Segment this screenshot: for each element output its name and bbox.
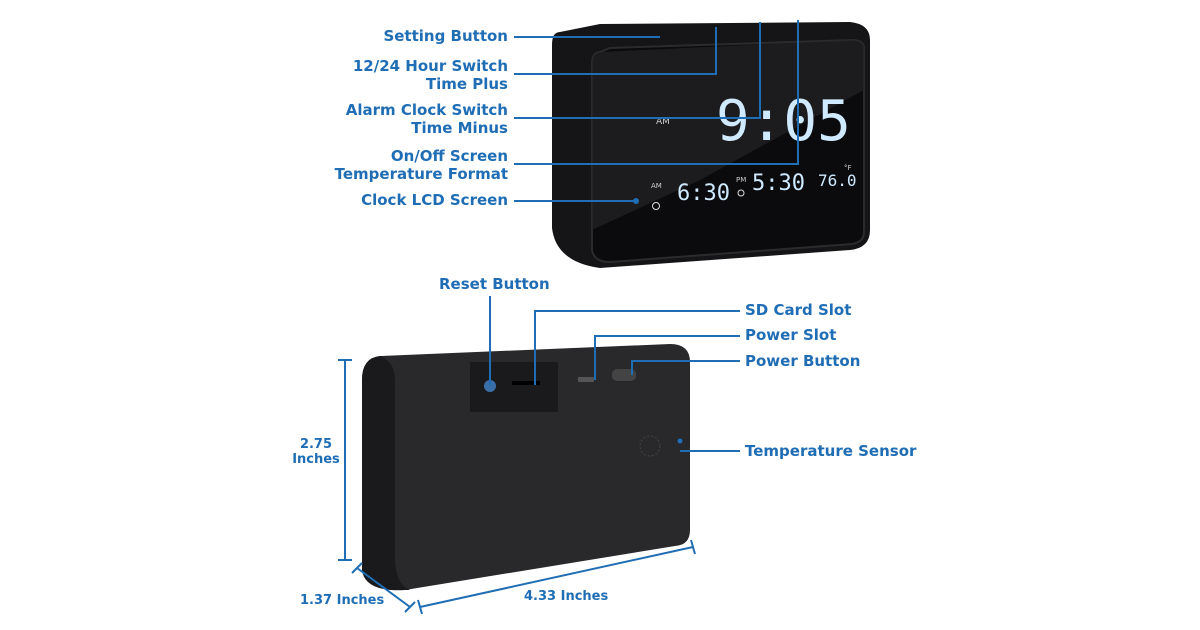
lcd-pointer-dot <box>633 198 639 204</box>
front-leader-lines <box>514 20 799 202</box>
alarm-icon <box>737 189 745 197</box>
temperature: 76.0 <box>818 171 857 190</box>
height-value: 2.75 <box>299 437 333 452</box>
width-dimension: 4.33 Inches <box>524 589 609 604</box>
label-time-minus: Time Minus <box>411 119 508 137</box>
alarm2-period: PM <box>736 176 746 184</box>
height-unit: Inches <box>292 452 340 467</box>
clock-back-view <box>362 344 690 591</box>
power-button <box>612 369 636 381</box>
label-setting-button: Setting Button <box>383 27 508 45</box>
label-power-slot: Power Slot <box>745 326 837 344</box>
label-power-button: Power Button <box>745 352 861 370</box>
label-onoff-screen: On/Off Screen <box>390 147 508 165</box>
main-time: 9:05 <box>716 89 851 154</box>
alarm2-time: 5:30 <box>752 171 805 196</box>
label-temperature-sensor: Temperature Sensor <box>745 442 917 460</box>
temp-sensor-dot <box>677 438 683 444</box>
clock-front-view: 9:05 AM AM 6:30 PM 5:30 76.0 °F <box>552 22 870 268</box>
label-sd-card-slot: SD Card Slot <box>745 301 852 319</box>
label-hour-switch: 12/24 Hour Switch <box>352 57 508 75</box>
alarm1-time: 6:30 <box>677 181 730 206</box>
height-dimension: 2.75 Inches <box>290 437 342 467</box>
dimension-lines <box>338 359 696 615</box>
temp-unit: °F <box>844 164 852 172</box>
alarm-icon <box>652 202 660 210</box>
speaker-grille <box>639 435 661 457</box>
alarm1-period: AM <box>651 182 662 190</box>
label-reset-button: Reset Button <box>439 275 550 293</box>
label-lcd-screen: Clock LCD Screen <box>361 191 508 209</box>
label-alarm-switch: Alarm Clock Switch <box>345 101 508 119</box>
depth-dimension: 1.37 Inches <box>300 593 385 608</box>
label-time-plus: Time Plus <box>425 75 508 93</box>
sd-card-slot <box>512 381 540 385</box>
power-slot <box>578 377 594 382</box>
am-indicator: AM <box>656 117 670 127</box>
label-temp-format: Temperature Format <box>334 165 508 183</box>
back-leader-lines <box>489 296 740 452</box>
